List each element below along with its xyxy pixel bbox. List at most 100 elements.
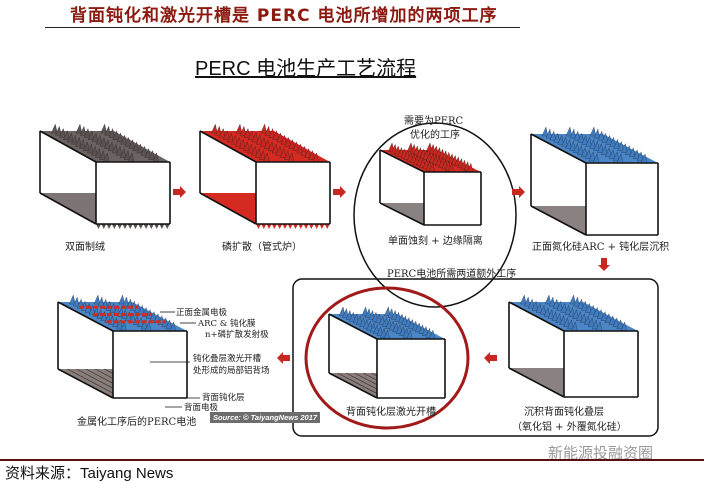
texture-pyramid [111,143,119,154]
texture-pyramid [597,143,604,153]
texture-pyramid [215,125,222,136]
rear-pyramid [138,224,144,229]
texture-pyramid [568,306,575,317]
texture-pyramid [531,300,539,311]
texture-pyramid [75,123,83,134]
front-face [586,163,658,235]
callout-rear-passivation: 背面钝化层 [202,393,245,403]
texture-pyramid [251,145,258,156]
texture-pyramid [409,153,417,163]
front-face [256,162,330,224]
texture-pyramid [394,311,401,322]
arrow-left-icon [484,352,497,364]
texture-pyramid [79,125,87,136]
wafer-diffused [199,123,331,229]
edge [530,205,587,236]
texture-pyramid [416,156,423,167]
texture-pyramid [636,151,644,162]
texture-pyramid [83,128,91,138]
texture-pyramid [561,136,568,147]
texture-pyramid [373,324,380,334]
rear-pyramid [101,224,107,229]
rear-pyramid [106,224,112,229]
texture-pyramid [95,134,103,145]
texture-pyramid [454,156,461,167]
texture-pyramid [79,139,86,149]
texture-pyramid [387,308,394,318]
rear-pyramid [256,224,261,229]
texture-pyramid [592,306,600,317]
arrow-right-icon [173,186,186,198]
texture-pyramid [552,298,560,309]
rear-pyramid [266,224,272,229]
rear-pyramid [154,224,160,229]
texture-pyramid [387,142,395,152]
texture-pyramid [388,320,396,331]
texture-pyramid [404,317,412,327]
texture-pyramid [138,304,145,315]
texture-pyramid [419,158,426,168]
texture-pyramid [573,143,580,153]
texture-pyramid [284,136,291,147]
rear-pyramid [127,224,133,229]
rear-pyramid [319,224,325,229]
edge [379,202,425,226]
texture-pyramid [535,302,543,313]
texture-pyramid [99,136,107,147]
texture-pyramid [593,141,600,151]
wafer-laser-opened [328,306,446,399]
texture-pyramid [541,126,549,137]
texture-pyramid [375,313,382,324]
texture-pyramid [577,298,584,309]
texture-pyramid [632,149,640,159]
texture-pyramid [545,128,553,139]
texture-pyramid [366,320,373,331]
texture-pyramid [376,326,383,336]
texture-pyramid [447,153,455,163]
step-5-label-line1: 沉积背面钝化叠层 [524,407,604,418]
texture-pyramid [140,145,147,156]
texture-pyramid [87,130,95,140]
texture-pyramid [425,142,433,152]
texture-pyramid [271,143,279,154]
extra-steps-title: PERC电池所需两道额外工序 [387,269,517,280]
texture-pyramid [395,324,403,334]
texture-pyramid [118,294,125,305]
texture-pyramid [441,150,448,160]
texture-pyramid [259,150,266,160]
texture-pyramid [441,159,448,170]
callout-leaders [150,311,200,408]
texture-pyramid [247,143,254,154]
texture-pyramid [399,326,406,336]
texture-pyramid [629,147,636,157]
texture-pyramid [608,315,616,325]
step-5-label-line2: （氧化铝 + 外覆氮化硅） [512,422,627,433]
texture-pyramid [616,319,623,330]
rear-pyramid [287,224,293,229]
front-face [377,339,445,398]
texture-pyramid [548,296,556,307]
texture-pyramid [223,130,230,140]
texture-pyramid [585,302,592,313]
texture-pyramid [406,142,414,152]
texture-pyramid [288,139,295,149]
texture-pyramid [551,311,558,321]
texture-pyramid [107,141,115,151]
texture-pyramid [148,150,155,160]
texture-pyramid [422,159,429,170]
texture-pyramid [565,126,573,137]
texture-pyramid [227,132,234,143]
texture-pyramid [219,128,226,138]
texture-pyramid [91,132,99,143]
texture-pyramid [591,319,599,330]
texture-pyramid [415,322,422,333]
texture-pyramid [116,132,123,143]
texture-pyramid [422,150,429,160]
texture-pyramid [563,317,570,327]
texture-pyramid [119,147,127,158]
texture-pyramid [547,309,554,319]
texture-pyramid [382,317,389,327]
texture-pyramid [612,317,620,327]
texture-pyramid [272,130,279,140]
